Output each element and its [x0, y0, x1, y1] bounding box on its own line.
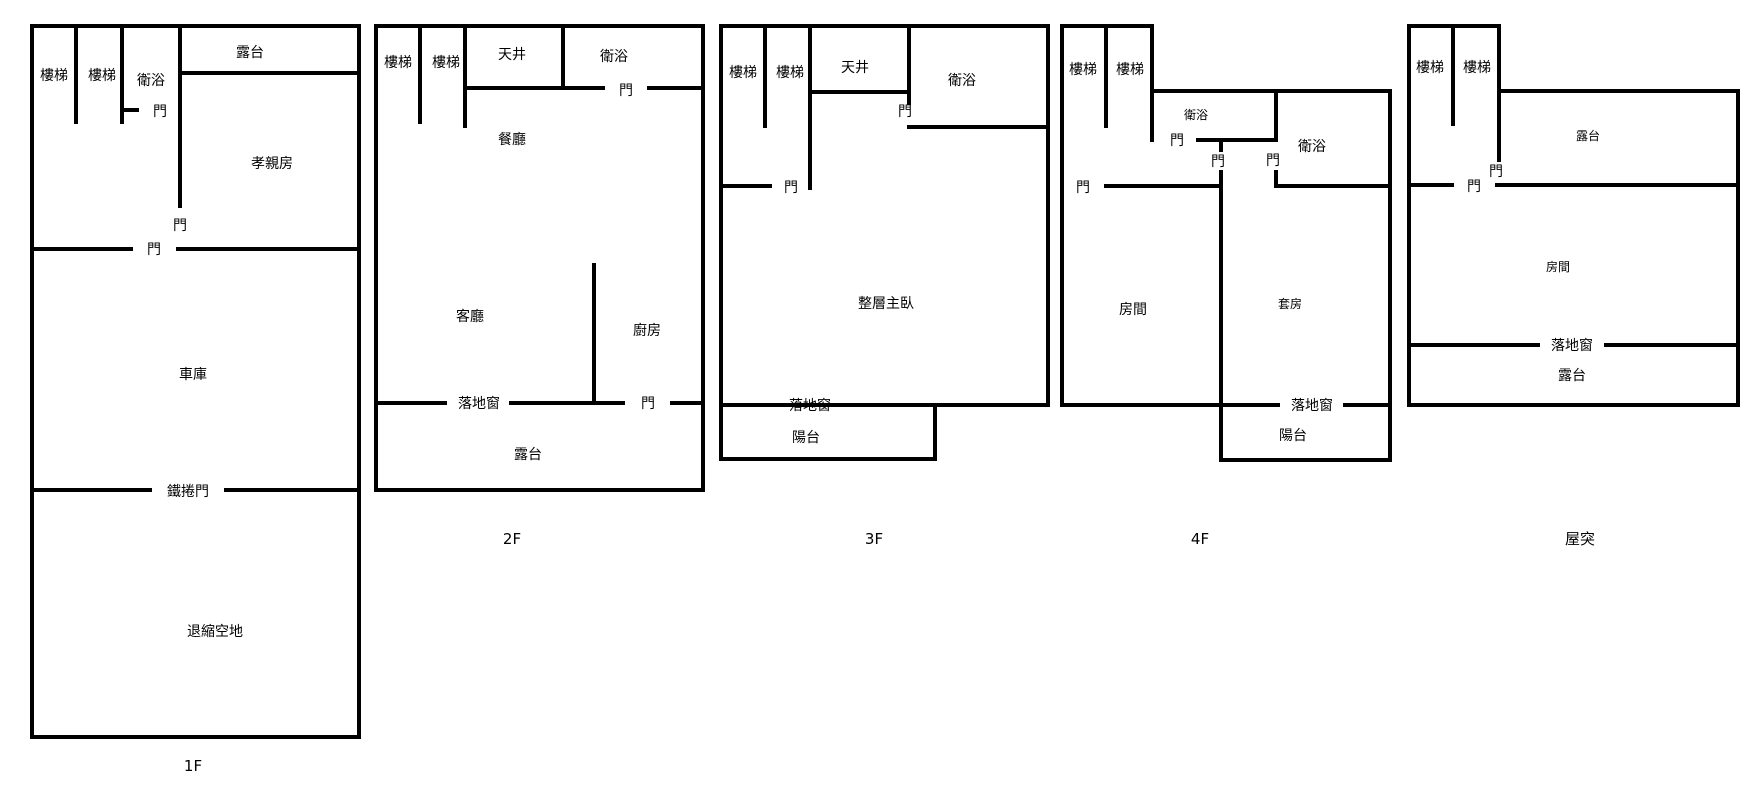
stairs-label: 樓梯	[729, 65, 757, 81]
bathroom-label: 衛浴	[1298, 139, 1326, 155]
door-label: 門	[1211, 154, 1225, 170]
stairs-label: 樓梯	[40, 68, 68, 84]
living-room-label: 客廳	[456, 308, 484, 325]
floor-name-3f: 3F	[865, 530, 883, 548]
floor-4f-walls	[1060, 24, 1392, 462]
elder-room-label: 孝親房	[251, 156, 293, 172]
bathroom-label: 衛浴	[600, 49, 628, 65]
stairs-label: 樓梯	[1069, 62, 1097, 78]
balcony-label: 陽台	[792, 430, 820, 446]
french-window-label: 落地窗	[1291, 397, 1333, 414]
door-label: 門	[641, 396, 655, 412]
door-label: 門	[898, 104, 912, 120]
rolling-door-label: 鐵捲門	[167, 483, 209, 500]
stairs-label: 樓梯	[1116, 62, 1144, 78]
door-label: 門	[153, 104, 167, 120]
floor-2f-walls	[374, 24, 705, 492]
floor-3f-walls	[719, 24, 1050, 461]
skylight-label: 天井	[498, 47, 526, 63]
master-bedroom-label: 整層主臥	[858, 296, 914, 312]
balcony-label: 陽台	[1279, 428, 1307, 444]
room-label: 房間	[1546, 259, 1570, 274]
door-label: 門	[1170, 133, 1184, 149]
bathroom-label: 衛浴	[948, 73, 976, 89]
garage-label: 車庫	[179, 366, 207, 383]
floor-roof-walls	[1407, 24, 1740, 407]
floor-name-roof: 屋突	[1565, 530, 1595, 548]
bathroom-label: 衛浴	[1184, 108, 1208, 122]
french-window-label: 落地窗	[1551, 337, 1593, 354]
stairs-label: 樓梯	[432, 55, 460, 71]
door-label: 門	[1467, 179, 1481, 195]
floor-name-2f: 2F	[503, 530, 521, 548]
floor-roof-labels: 樓梯 樓梯 露台 門 門 房間 落地窗 露台 屋突	[1416, 60, 1600, 548]
setback-area-label: 退縮空地	[187, 624, 243, 640]
terrace-label: 露台	[514, 447, 542, 463]
stairs-label: 樓梯	[776, 65, 804, 81]
door-label: 門	[1266, 153, 1280, 169]
floor-2f-labels: 樓梯 樓梯 天井 衛浴 門 餐廳 客廳 廚房 落地窗 門 露台 2F	[384, 47, 661, 548]
floor-1f-labels: 樓梯 樓梯 衛浴 門 露台 孝親房 門 門 車庫 鐵捲門 退縮空地 1F	[40, 45, 293, 775]
bathroom-label: 衛浴	[137, 73, 165, 89]
floor-3f-labels: 樓梯 樓梯 天井 衛浴 門 門 整層主臥 落地窗 陽台 3F	[729, 60, 976, 548]
stairs-label: 樓梯	[88, 68, 116, 84]
terrace-label: 露台	[1558, 368, 1586, 384]
terrace-label: 露台	[1576, 128, 1600, 143]
dining-room-label: 餐廳	[498, 131, 526, 148]
door-label: 門	[619, 83, 633, 99]
french-window-label: 落地窗	[458, 395, 500, 412]
room-label: 房間	[1119, 302, 1147, 318]
door-label: 門	[784, 180, 798, 196]
kitchen-label: 廚房	[633, 322, 661, 339]
terrace-label: 露台	[236, 45, 264, 61]
skylight-label: 天井	[841, 60, 869, 76]
floor-4f-labels: 樓梯 樓梯 衛浴 衛浴 門 門 門 門 房間 套房 落地窗 陽台 4F	[1069, 62, 1333, 548]
stairs-label: 樓梯	[1416, 60, 1444, 76]
stairs-label: 樓梯	[384, 55, 412, 71]
door-label: 門	[1489, 164, 1503, 180]
door-label: 門	[147, 242, 161, 258]
french-window-label: 落地窗	[789, 397, 831, 414]
suite-label: 套房	[1278, 296, 1302, 311]
floor-1f-walls	[30, 24, 361, 739]
door-label: 門	[173, 218, 187, 234]
door-label: 門	[1076, 180, 1090, 196]
floor-name-1f: 1F	[184, 757, 202, 775]
floor-name-4f: 4F	[1191, 530, 1209, 548]
stairs-label: 樓梯	[1463, 60, 1491, 76]
